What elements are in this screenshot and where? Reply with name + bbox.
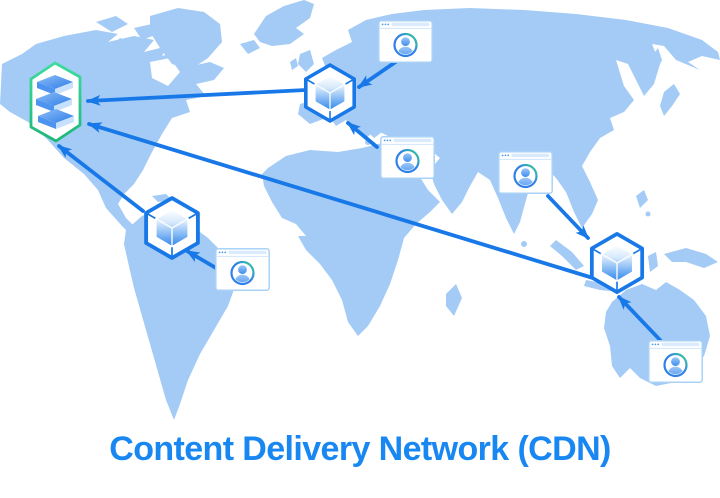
- arrow-edge-europe-to-origin: [86, 88, 308, 106]
- cube-icon: [303, 63, 357, 123]
- landmass-british-isles: [290, 50, 314, 72]
- cube-icon: [589, 232, 645, 294]
- browser-user-icon: [216, 249, 269, 290]
- server-stack-icon: [36, 75, 74, 129]
- landmass-greenland: [150, 8, 222, 70]
- browser-user-icon: [499, 152, 552, 193]
- landmass-philippines: [636, 190, 648, 208]
- landmass-italy: [348, 104, 382, 138]
- browser-user-icon: [379, 21, 432, 62]
- arrow-user-south-america-to-edge-south-america: [185, 249, 218, 270]
- user-window-india: [499, 152, 552, 193]
- arrow-user-australia-to-edge-asia: [617, 295, 663, 343]
- landmass-japan: [652, 48, 680, 116]
- user-window-australia: [649, 341, 702, 382]
- landmass-eurasia: [310, 8, 720, 234]
- user-window-south-america: [216, 249, 269, 290]
- origin-server-icon: [29, 61, 82, 143]
- user-window-mediterranean: [381, 137, 434, 178]
- landmass-iceland: [240, 40, 260, 54]
- cube-icon: [144, 196, 200, 260]
- browser-user-icon: [381, 137, 434, 178]
- arrow-edge-asia-to-origin: [87, 122, 595, 280]
- edge-server-south-america: [144, 196, 200, 260]
- edge-server-europe: [303, 63, 357, 123]
- landmass-arctic-islands: [96, 16, 158, 52]
- landmass-scandinavia: [254, 0, 314, 46]
- diagram-title: Content Delivery Network (CDN): [109, 430, 611, 468]
- world-map: [0, 0, 720, 420]
- landmass-madagascar: [446, 284, 462, 316]
- edge-server-asia-pacific: [589, 232, 645, 294]
- arrow-edge-south-america-to-origin: [57, 144, 145, 213]
- landmass-mindanao: [645, 211, 651, 217]
- arrow-user-mediterranean-to-edge-europe: [346, 121, 379, 149]
- landmass-sri-lanka: [521, 241, 527, 247]
- landmass-new-guinea: [664, 248, 718, 268]
- user-window-north-europe: [379, 21, 432, 62]
- arrow-user-india-to-edge-asia: [546, 194, 590, 240]
- browser-user-icon: [649, 341, 702, 382]
- connections: [57, 59, 663, 343]
- arrow-user-north-europe-to-edge-europe: [357, 59, 399, 89]
